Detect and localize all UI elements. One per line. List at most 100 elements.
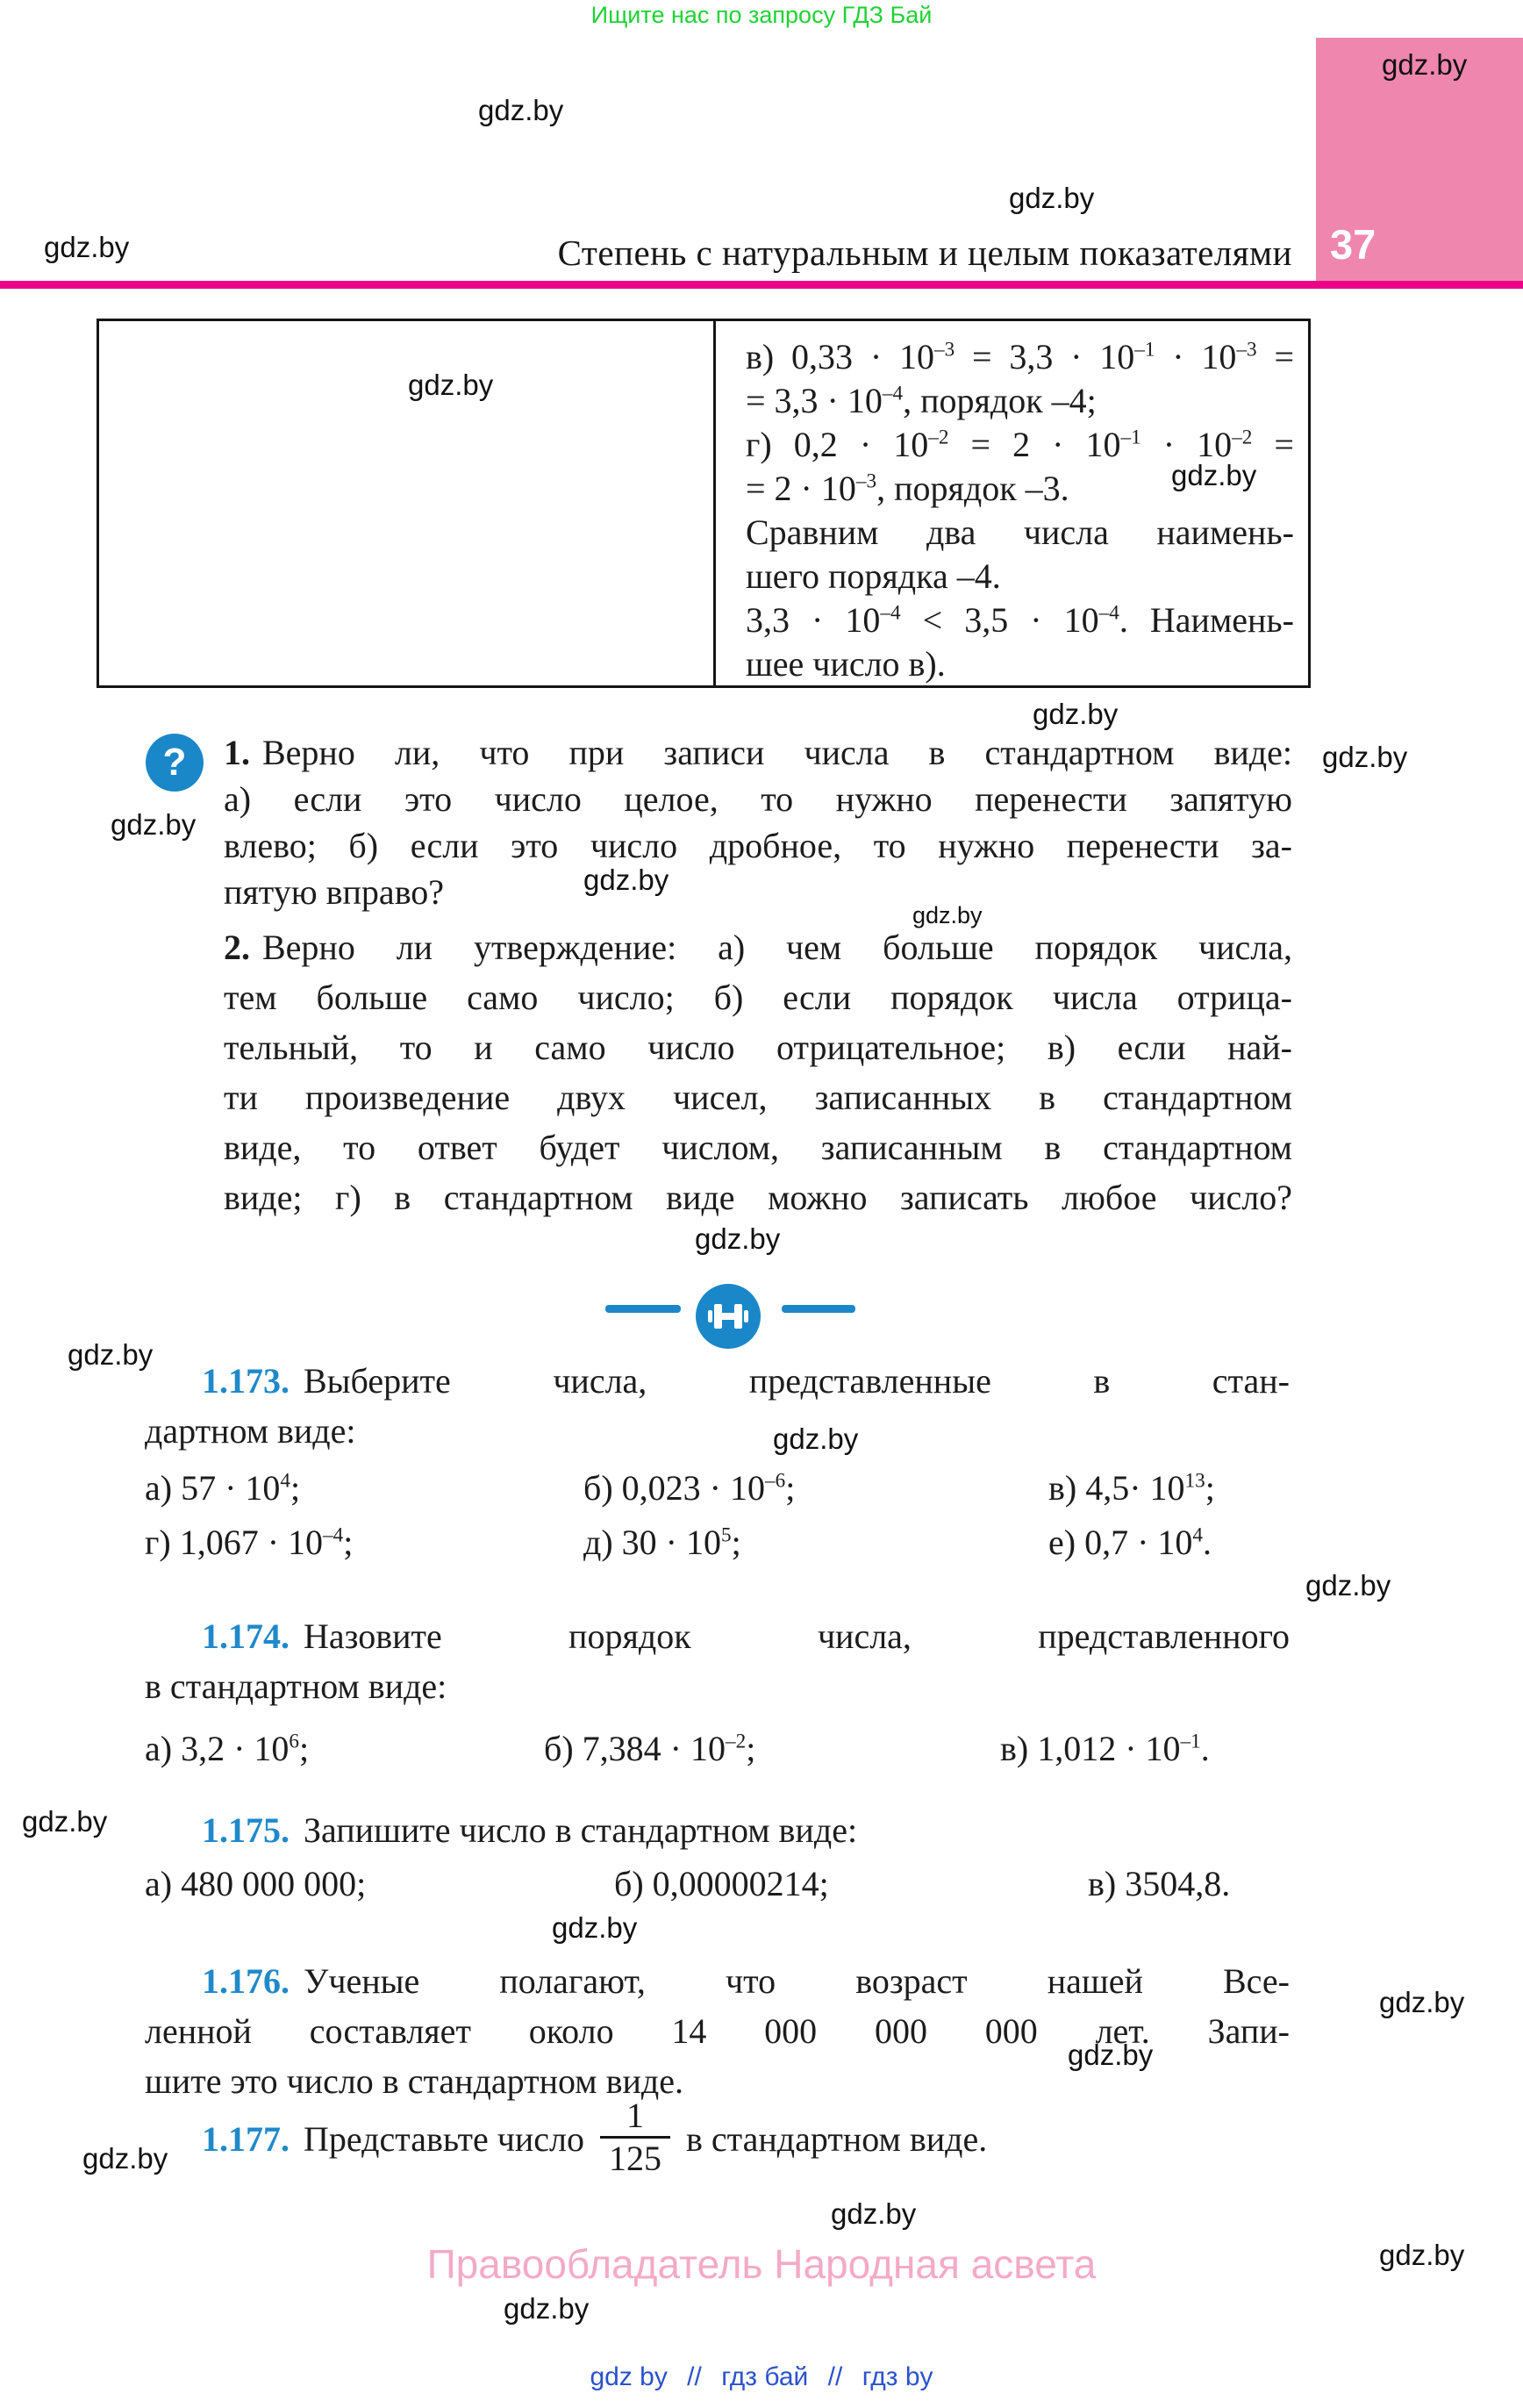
exercise-item: в) 3504,8.: [1088, 1864, 1231, 1903]
exercise-number: 1.177.: [202, 2119, 290, 2159]
divider-dash-right: [782, 1305, 855, 1313]
watermark: gdz.by: [695, 1222, 781, 1255]
footer-link-gdz-bai[interactable]: гдз бай: [721, 2362, 809, 2391]
exercise-text: Выберите числа, представленные в стан-: [304, 1361, 1290, 1401]
watermark: gdz.by: [68, 1338, 154, 1371]
exercise-line: в стандартном виде:: [145, 1666, 447, 1706]
question-2: 2. Верно ли утверждение: а) чем больше по…: [224, 922, 1292, 1222]
fraction-denominator: 125: [609, 2139, 662, 2178]
footer-link-gdz-by-2[interactable]: гдз by: [862, 2362, 933, 2391]
question-1: 1. Верно ли, что при записи числа в станд…: [224, 729, 1292, 915]
question-line: виде; г) в стандартном виде можно записа…: [224, 1178, 1292, 1217]
exercise-item: б) 0,00000214;: [614, 1864, 829, 1903]
question-line: 2. Верно ли утверждение: а) чем больше по…: [224, 922, 1292, 972]
question-line: тем больше само число; б) если порядок ч…: [224, 978, 1292, 1017]
fraction: 1 125: [600, 2096, 671, 2179]
fraction-numerator: 1: [600, 2096, 671, 2139]
page-title: Степень с натуральным и целым показателя…: [557, 233, 1292, 273]
exercise-item: г) 1,067 · 10–4;: [145, 1523, 354, 1562]
example-line: шего порядка –4.: [746, 556, 1001, 596]
copyright-text: Правообладатель Народная асвета: [426, 2241, 1097, 2287]
example-line: Сравним два числа наимень-: [746, 512, 1294, 552]
exercise-1174: 1.174. Назовите порядок числа, представле…: [145, 1611, 1290, 1711]
watermark: gdz.by: [44, 231, 130, 263]
example-box-left-cell: [99, 321, 716, 685]
question-line: а) если это число целое, то нужно перене…: [224, 779, 1292, 819]
exercise-1175: 1.175. Запишите число в стандартном виде:: [145, 1805, 1290, 1855]
header-rule: [0, 281, 1523, 289]
question-line: пятую вправо?: [224, 872, 445, 912]
question-line: влево; б) если это число дробное, то нуж…: [224, 826, 1292, 865]
watermark: gdz.by: [1379, 1986, 1465, 2018]
exercise-text: Представьте число: [304, 2119, 585, 2159]
example-box: в) 0,33 · 10–3 = 3,3 · 10–1 · 10–3 = = 3…: [97, 319, 1311, 688]
exercise-1173: 1.173.Выберите числа, представленные в с…: [145, 1356, 1290, 1456]
exercise-item: а) 57 · 104;: [145, 1468, 301, 1508]
example-line: в) 0,33 · 10–3 = 3,3 · 10–1 · 10–3 =: [746, 337, 1294, 376]
question-icon: ?: [146, 734, 204, 792]
exercise-item: в) 4,5· 1013;: [1048, 1468, 1215, 1508]
question-mark-glyph: ?: [162, 741, 187, 784]
exercise-1175-items-row: а) 480 000 000; б) 0,00000214; в) 3504,8…: [145, 1863, 1320, 1917]
exercise-text: Ученые полагают, что возраст нашей Все-: [304, 1961, 1290, 2001]
example-line: г) 0,2 · 10–2 = 2 · 10–1 · 10–2 =: [746, 425, 1294, 464]
example-line: шее число в).: [746, 644, 946, 684]
watermark: gdz.by: [504, 2292, 590, 2325]
exercise-item: в) 1,012 · 10–1.: [1000, 1729, 1210, 1768]
watermark: gdz.by: [1382, 48, 1468, 81]
exercise-1173-items-row-2: г) 1,067 · 10–4; д) 30 · 105; е) 0,7 · 1…: [145, 1522, 1320, 1576]
watermark: gdz.by: [1033, 698, 1119, 730]
exercise-text: Назовите порядок числа, представленного: [304, 1616, 1290, 1656]
divider-circle: [696, 1284, 761, 1349]
watermark: gdz.by: [583, 864, 669, 896]
footer-link-gdz-by[interactable]: gdz by: [590, 2362, 668, 2391]
exercise-1176: 1.176. Ученые полагают, что возраст нашей…: [145, 1956, 1290, 2106]
exercise-number: 1.174.: [202, 1616, 290, 1656]
watermark: gdz.by: [1009, 182, 1095, 214]
exercise-item: б) 0,023 · 10–6;: [583, 1468, 796, 1508]
exercise-line: дартном виде:: [145, 1411, 356, 1451]
link-separator: //: [687, 2362, 702, 2391]
watermark: gdz.by: [82, 2142, 168, 2175]
page-number-box: 37: [1316, 38, 1523, 281]
watermark: gdz.by: [408, 369, 494, 401]
link-separator: //: [827, 2362, 843, 2391]
watermark: gdz.by: [912, 902, 983, 928]
dumbbell-icon: [708, 1304, 748, 1329]
question-number: 2.: [224, 928, 250, 967]
exercise-line: ленной составляет около 14 000 000 000 л…: [145, 2011, 1290, 2051]
watermark: gdz.by: [1379, 2239, 1465, 2271]
watermark: gdz.by: [22, 1805, 108, 1838]
exercise-item: д) 30 · 105;: [583, 1523, 741, 1562]
exercise-number: 1.175.: [202, 1810, 290, 1850]
question-text: Верно ли утверждение: а) чем больше поря…: [262, 928, 1292, 967]
exercise-text: Запишите число в стандартном виде:: [304, 1810, 858, 1850]
exercise-1177: 1.177. Представьте число 1 125 в стандар…: [145, 2096, 1320, 2181]
watermark: gdz.by: [831, 2197, 917, 2230]
exercise-1173-items-row-1: а) 57 · 104; б) 0,023 · 10–6; в) 4,5· 10…: [145, 1467, 1320, 1522]
watermark: gdz.by: [552, 1911, 638, 1944]
exercise-line: 1.176. Ученые полагают, что возраст нашей…: [145, 1956, 1290, 2006]
exercise-line: 1.174. Назовите порядок числа, представле…: [145, 1611, 1290, 1661]
exercise-line: 1.173.Выберите числа, представленные в с…: [145, 1356, 1290, 1406]
question-number: 1.: [224, 733, 250, 772]
question-line: виде, то ответ будет числом, записанным …: [224, 1128, 1292, 1167]
example-line: 3,3 · 10–4 < 3,5 · 10–4. Наимень-: [746, 600, 1294, 640]
watermark: gdz.by: [1305, 1569, 1391, 1602]
question-line: тельный, то и само число отрицательное; …: [224, 1028, 1292, 1067]
question-text: Верно ли, что при записи числа в стандар…: [262, 733, 1292, 772]
example-box-right-cell: в) 0,33 · 10–3 = 3,3 · 10–1 · 10–3 = = 3…: [716, 321, 1308, 685]
exercise-item: а) 3,2 · 106;: [145, 1729, 310, 1768]
exercise-item: е) 0,7 · 104.: [1048, 1523, 1212, 1562]
example-line: = 2 · 10–3, порядок –3.: [746, 469, 1069, 508]
exercise-text: в стандартном виде.: [686, 2119, 988, 2159]
question-line: 1. Верно ли, что при записи числа в станд…: [224, 729, 1292, 776]
divider-dash-left: [605, 1305, 681, 1313]
exercise-number: 1.176.: [202, 1961, 290, 2001]
footer-links: gdz by // гдз бай // гдз by: [0, 2362, 1523, 2392]
exercise-1174-items-row: а) 3,2 · 106; б) 7,384 · 10–2; в) 1,012 …: [145, 1728, 1320, 1782]
page-number: 37: [1330, 221, 1376, 268]
question-line: ти произведение двух чисел, записанных в…: [224, 1078, 1292, 1117]
exercise-line: 1.175. Запишите число в стандартном виде:: [145, 1805, 1290, 1855]
